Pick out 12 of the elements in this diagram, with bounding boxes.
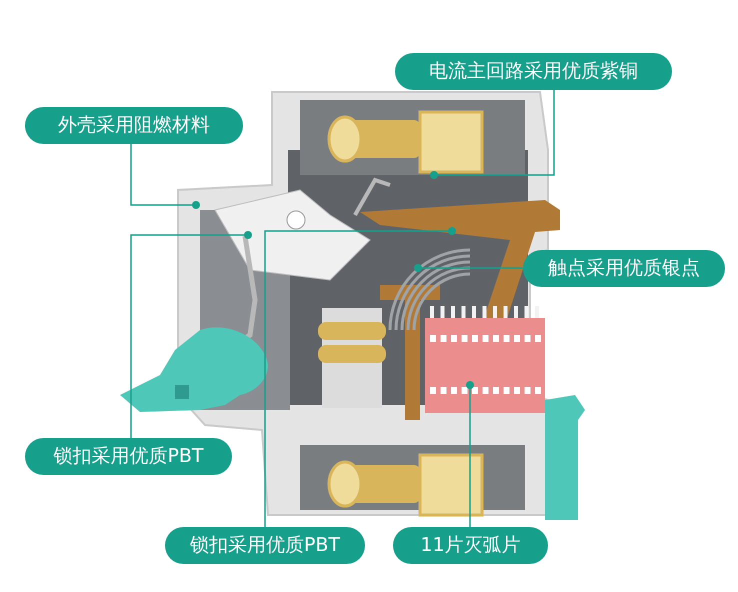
leader-line xyxy=(264,227,456,527)
callout-label: 触点采用优质银点 xyxy=(523,250,725,287)
leader-line xyxy=(130,144,200,209)
leader-line xyxy=(430,90,555,179)
callout-label: 外壳采用阻燃材料 xyxy=(25,107,243,144)
callout-label: 锁扣采用优质PBT xyxy=(25,438,232,475)
leader-line xyxy=(130,231,252,438)
callout-label: 11片灭弧片 xyxy=(393,527,548,564)
callout-label: 锁扣采用优质PBT xyxy=(165,527,365,564)
leader-line xyxy=(414,264,523,272)
leader-line xyxy=(466,381,474,527)
callout-label: 电流主回路采用优质紫铜 xyxy=(395,53,672,90)
